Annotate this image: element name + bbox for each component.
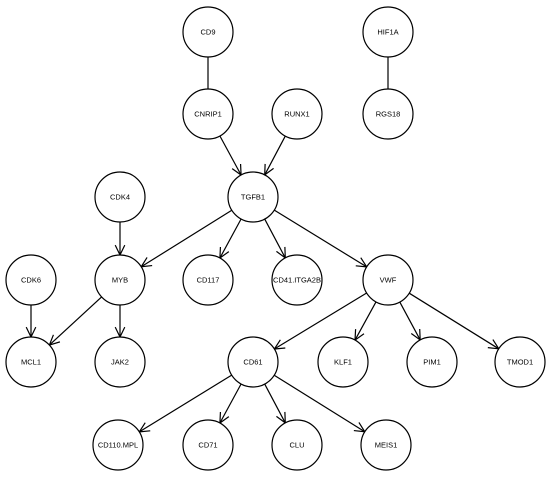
edge-line <box>48 296 103 346</box>
node-label: CD71 <box>198 441 217 450</box>
node-circle[interactable] <box>94 171 146 223</box>
node-circle[interactable] <box>360 419 412 471</box>
edge-runx1-to-tgfb1 <box>264 135 286 177</box>
edge-cnrip1-to-tgfb1 <box>219 135 242 177</box>
node-cnrip1[interactable]: CNRIP1 <box>182 88 234 140</box>
edge-line <box>219 135 242 176</box>
node-label: CD41.ITGA2B <box>273 276 321 285</box>
node-tmod1[interactable]: TMOD1 <box>494 336 546 388</box>
node-circle[interactable] <box>227 171 279 223</box>
node-rgs18[interactable]: RGS18 <box>362 88 414 140</box>
node-circle[interactable] <box>362 6 414 58</box>
node-cdk4[interactable]: CDK4 <box>94 171 146 223</box>
node-cd61[interactable]: CD61 <box>227 336 279 388</box>
node-label: RUNX1 <box>284 110 309 119</box>
node-circle[interactable] <box>182 6 234 58</box>
node-circle[interactable] <box>182 419 234 471</box>
node-hif1a[interactable]: HIF1A <box>362 6 414 58</box>
edge-line <box>264 135 286 176</box>
node-label: CD9 <box>200 28 215 37</box>
node-label: KLF1 <box>334 358 352 367</box>
node-label: PIM1 <box>423 358 441 367</box>
node-circle[interactable] <box>362 88 414 140</box>
edge-tgfb1-to-cd41-itga2b <box>264 218 286 260</box>
edge-line <box>264 218 286 259</box>
node-tgfb1[interactable]: TGFB1 <box>227 171 279 223</box>
edge-cdk4-to-myb <box>114 222 126 257</box>
edge-line <box>219 218 242 259</box>
node-circle[interactable] <box>5 254 57 306</box>
node-label: CNRIP1 <box>194 110 222 119</box>
edge-line <box>138 374 233 433</box>
node-circle[interactable] <box>271 88 323 140</box>
node-label: HIF1A <box>377 28 398 37</box>
node-circle[interactable] <box>406 336 458 388</box>
edge-tgfb1-to-cd117 <box>219 218 242 260</box>
edge-line <box>140 209 233 268</box>
node-label: CLU <box>289 441 304 450</box>
node-label: TMOD1 <box>507 358 533 367</box>
node-clu[interactable]: CLU <box>271 419 323 471</box>
edge-line <box>273 209 368 268</box>
node-circle[interactable] <box>182 88 234 140</box>
node-jak2[interactable]: JAK2 <box>94 336 146 388</box>
node-cd9[interactable]: CD9 <box>182 6 234 58</box>
node-circle[interactable] <box>92 419 144 471</box>
node-cd71[interactable]: CD71 <box>182 419 234 471</box>
node-runx1[interactable]: RUNX1 <box>271 88 323 140</box>
node-meis1[interactable]: MEIS1 <box>360 419 412 471</box>
edge-cd61-to-clu <box>264 383 286 425</box>
node-pim1[interactable]: PIM1 <box>406 336 458 388</box>
edge-vwf-to-pim1 <box>399 301 421 342</box>
node-circle[interactable] <box>362 254 414 306</box>
edge-myb-to-mcl1 <box>48 296 103 346</box>
node-circle[interactable] <box>94 336 146 388</box>
node-circle[interactable] <box>271 419 323 471</box>
node-vwf[interactable]: VWF <box>362 254 414 306</box>
edge-cdk6-to-mcl1 <box>25 305 37 339</box>
edge-vwf-to-klf1 <box>354 301 377 342</box>
node-circle[interactable] <box>5 336 57 388</box>
node-label: TGFB1 <box>241 193 265 202</box>
node-label: MYB <box>112 276 128 285</box>
node-label: VWF <box>380 276 397 285</box>
node-cd117[interactable]: CD117 <box>182 254 234 306</box>
edge-line <box>264 383 286 424</box>
node-myb[interactable]: MYB <box>94 254 146 306</box>
node-label: CD117 <box>197 276 220 285</box>
edge-line <box>408 292 500 350</box>
node-label: RGS18 <box>376 110 401 119</box>
edge-cd61-to-cd71 <box>219 383 242 425</box>
node-circle[interactable] <box>182 254 234 306</box>
node-mcl1[interactable]: MCL1 <box>5 336 57 388</box>
edge-myb-to-jak2 <box>114 305 126 339</box>
node-circle[interactable] <box>494 336 546 388</box>
node-cd110-mpl[interactable]: CD110.MPL <box>92 419 144 471</box>
node-circle[interactable] <box>227 336 279 388</box>
edge-line <box>399 301 421 341</box>
node-label: CDK6 <box>21 276 41 285</box>
node-label: CD61 <box>243 358 262 367</box>
node-label: CD110.MPL <box>98 441 138 450</box>
edges-layer <box>25 57 500 433</box>
node-label: MEIS1 <box>375 441 398 450</box>
node-circle[interactable] <box>94 254 146 306</box>
edge-line <box>219 383 242 424</box>
edge-line <box>273 374 366 433</box>
node-circle[interactable] <box>271 254 323 306</box>
node-label: CDK4 <box>110 193 130 202</box>
edge-line <box>354 301 377 341</box>
node-cdk6[interactable]: CDK6 <box>5 254 57 306</box>
node-label: JAK2 <box>111 358 129 367</box>
node-circle[interactable] <box>317 336 369 388</box>
node-label: MCL1 <box>21 358 41 367</box>
edge-line <box>274 292 367 350</box>
node-cd41-itga2b[interactable]: CD41.ITGA2B <box>271 254 323 306</box>
node-klf1[interactable]: KLF1 <box>317 336 369 388</box>
